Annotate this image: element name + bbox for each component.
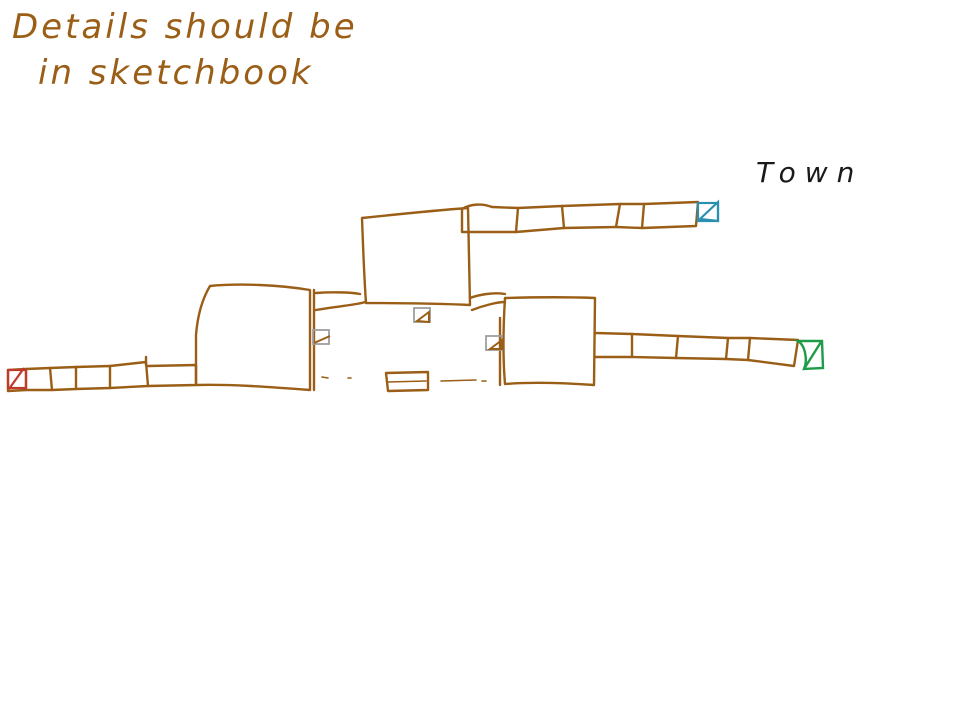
north-exit-marker [696,199,720,223]
east-exit-marker [793,339,825,371]
note-line-2: in sketchbook [38,53,314,93]
east-room [502,296,597,387]
central-hall [312,288,507,392]
east-corridor [593,331,800,368]
door-marker-west [312,329,331,345]
north-room [360,206,472,307]
door-marker-north [413,307,431,324]
north-corridor [460,200,700,234]
west-room [194,283,312,392]
west-corridor [6,355,198,393]
door-marker-east [485,335,503,351]
note-line-1: Details should be [12,7,358,47]
hall-table [384,370,430,393]
entry-marker [6,367,28,390]
town-label: Town [756,156,863,189]
